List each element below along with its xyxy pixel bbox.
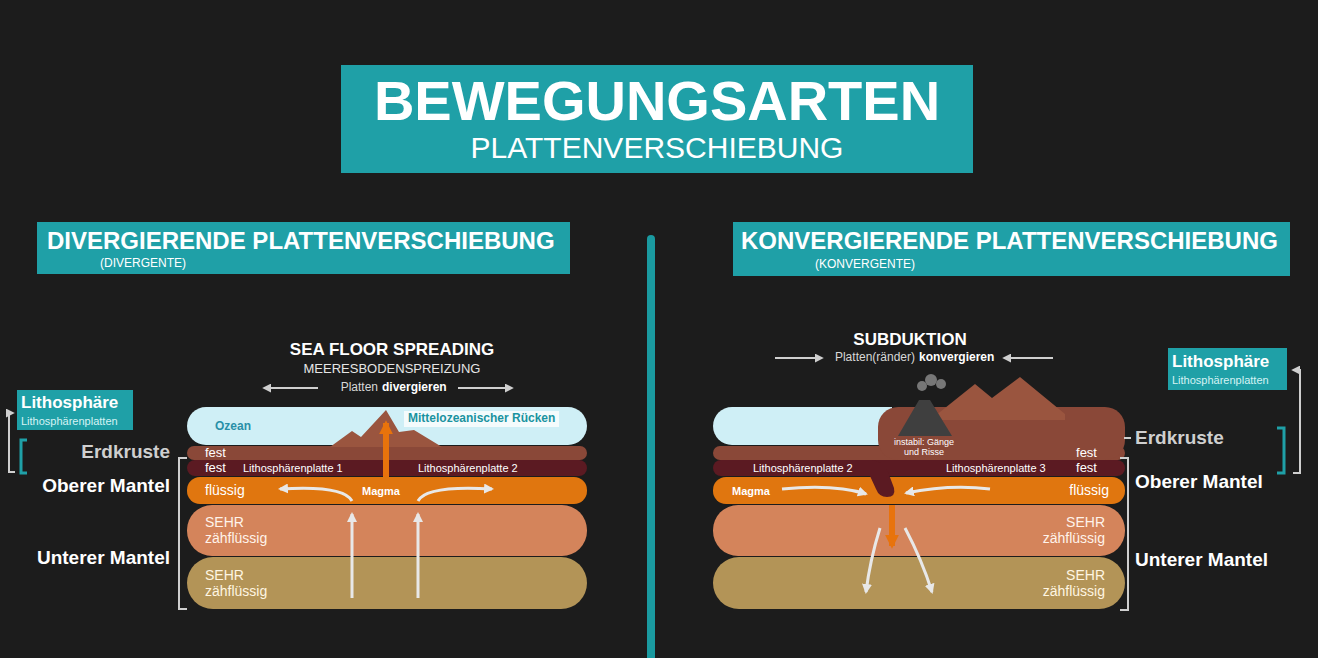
motion-arrow — [264, 387, 318, 389]
bracket — [21, 440, 27, 473]
bracket — [1277, 428, 1284, 473]
motion-arrow — [1004, 357, 1053, 359]
convection-arrow — [905, 528, 932, 592]
crust-band: fest — [187, 446, 587, 460]
state-label: SEHR zähflüssig — [1025, 514, 1105, 546]
state-label: fest — [205, 446, 226, 460]
layer-label: Erdkruste — [81, 441, 170, 463]
mantle-band: SEHR zähflüssig — [187, 557, 587, 609]
magma-band: Magma flüssig — [713, 477, 1125, 504]
layer-label: Unterer Mantel — [1135, 549, 1268, 571]
bracket — [179, 458, 187, 609]
sinking-arrow — [889, 505, 895, 546]
subheading-label: MEERESBODENSPREIZUNG — [304, 362, 481, 377]
convection-arrow — [866, 528, 880, 592]
plate-band: Lithosphärenplatte 2 Lithosphärenplatte 3… — [713, 460, 1125, 476]
convection-arrow — [782, 487, 866, 494]
heading-label: SEA FLOOR SPREADING — [290, 340, 494, 360]
motion-arrow — [775, 357, 822, 359]
ocean-shape — [713, 407, 892, 445]
header-subtext: (KONVERGENTE) — [815, 258, 915, 272]
section-header: DIVERGIERENDE PLATTENVERSCHIEBUNG (DIVERG… — [37, 222, 570, 274]
feature-label: Mittelozeanischer Rücken — [404, 411, 559, 427]
mantle-band: SEHR zähflüssig — [713, 557, 1125, 609]
smoke — [925, 374, 937, 386]
mantle-band: SEHR zähflüssig — [187, 505, 587, 556]
layer-label: Erdkruste — [1135, 427, 1224, 449]
layer-group-box: LithosphäreLithosphärenplatten — [1168, 348, 1287, 390]
state-label: flüssig — [205, 482, 245, 498]
state-label: flüssig — [1069, 482, 1109, 498]
band-label: Ozean — [215, 420, 251, 434]
state-label: fest — [1076, 446, 1097, 460]
smoke — [936, 379, 946, 389]
title-text: BEWEGUNGSARTEN — [374, 72, 940, 131]
state-label: SEHR zähflüssig — [205, 567, 285, 599]
plate-band: fest Lithosphärenplatte 1 Lithosphärenplat… — [187, 460, 587, 476]
group-subtitle: Lithosphärenplatten — [21, 415, 118, 428]
header-subtext: (DIVERGENTE) — [100, 257, 186, 271]
plate-label: Lithosphärenplatte 1 — [243, 462, 343, 474]
convection-arrow — [906, 487, 990, 493]
bracket — [9, 413, 15, 472]
feature-label: instabil: Gänge und Risse — [887, 438, 961, 458]
group-title: Lithosphäre — [21, 393, 118, 413]
band-label: Magma — [362, 485, 400, 498]
magma-band: flüssig Magma — [187, 477, 587, 504]
convection-arrow — [351, 514, 354, 598]
group-title: Lithosphäre — [1172, 352, 1269, 372]
plate-label: Lithosphärenplatte 2 — [753, 462, 853, 474]
subducting-slab — [860, 460, 894, 497]
layer-label: Unterer Mantel — [37, 547, 170, 569]
continent-shape — [878, 407, 1125, 460]
convection-arrow — [418, 488, 492, 501]
header-text: KONVERGIERENDE PLATTENVERSCHIEBUNG — [741, 227, 1278, 255]
magma-rise-arrow — [383, 423, 389, 477]
group-subtitle: Lithosphärenplatten — [1172, 374, 1269, 387]
mantle-band: SEHR zähflüssig — [713, 505, 1125, 556]
mountains — [930, 377, 1065, 420]
convection-arrow — [280, 488, 352, 501]
state-label: fest — [205, 461, 226, 475]
bracket — [1293, 370, 1300, 473]
heading-label: SUBDUKTION — [853, 330, 966, 350]
motion-arrow — [458, 387, 512, 389]
bracket — [1120, 458, 1128, 610]
layer-label: Oberer Mantel — [1135, 471, 1263, 493]
layer-group-box: LithosphäreLithosphärenplatten — [17, 390, 133, 430]
subtitle-text: PLATTENVERSCHIEBUNG — [471, 132, 844, 164]
motion-label: konvergieren — [919, 351, 994, 365]
motion-label: Platten — [341, 381, 378, 395]
volcano — [898, 400, 952, 436]
band-label: Magma — [732, 485, 770, 498]
state-label: SEHR zähflüssig — [1025, 567, 1105, 599]
state-label: fest — [1076, 461, 1097, 475]
layer-label: Oberer Mantel — [42, 475, 170, 497]
convection-arrow — [417, 514, 420, 598]
smoke — [917, 381, 927, 391]
title-box: BEWEGUNGSARTENPLATTENVERSCHIEBUNG — [341, 65, 973, 173]
section-header: KONVERGIERENDE PLATTENVERSCHIEBUNG (KONVE… — [733, 222, 1290, 276]
divider-bar — [647, 235, 655, 658]
motion-label: Platten(ränder) — [835, 351, 915, 365]
state-label: SEHR zähflüssig — [205, 514, 285, 546]
plate-label: Lithosphärenplatte 3 — [946, 462, 1046, 474]
motion-label: divergieren — [382, 381, 447, 395]
header-text: DIVERGIERENDE PLATTENVERSCHIEBUNG — [47, 227, 555, 255]
plate-label: Lithosphärenplatte 2 — [418, 462, 518, 474]
leader-dash — [1124, 437, 1131, 439]
